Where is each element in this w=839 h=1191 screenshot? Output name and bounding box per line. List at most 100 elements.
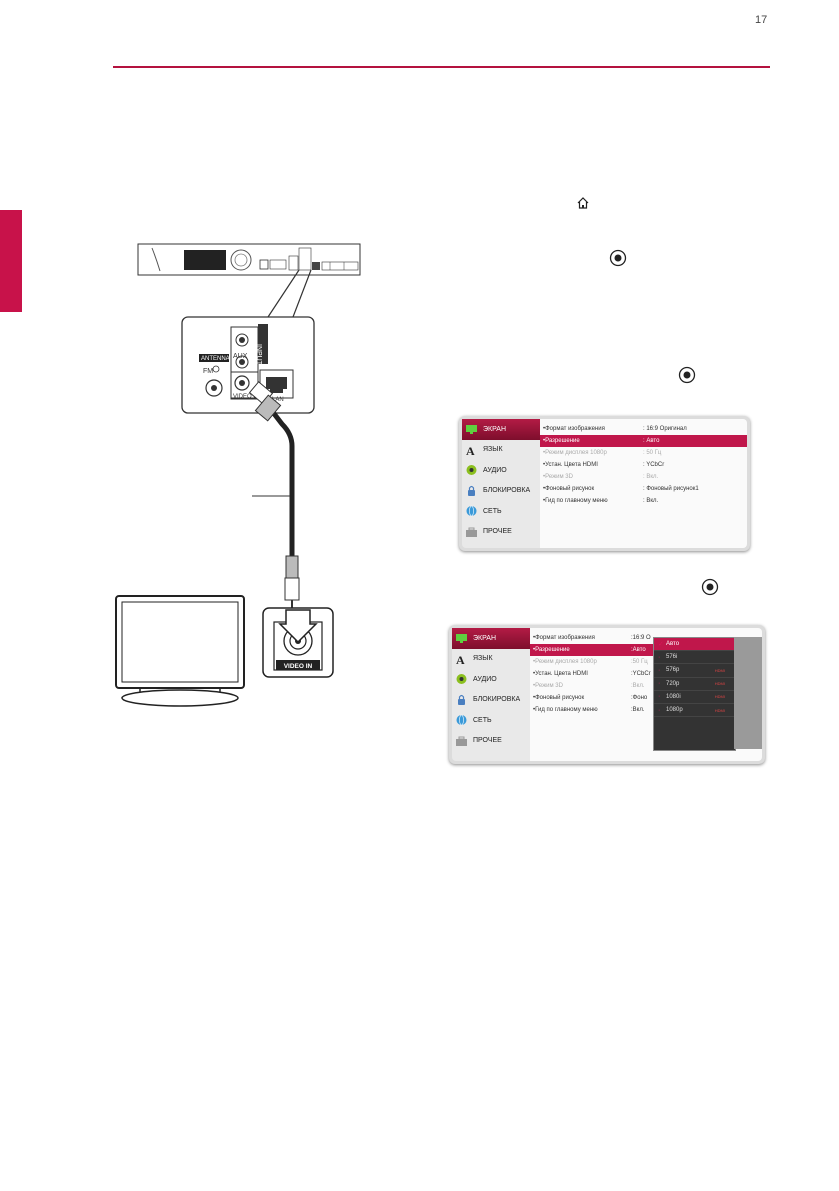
screen-icon (466, 425, 477, 435)
menu-sidebar-item[interactable]: A ЯЗЫК (452, 649, 530, 670)
menu-setting-row[interactable]: •Режим дисплея 1080p:50 Гц (530, 656, 762, 668)
setting-name: •Гид по главному меню (543, 498, 608, 504)
video-out-port-label: VIDEO OUT (233, 394, 266, 400)
setting-value: : Авто (643, 438, 660, 444)
svg-text:A: A (466, 444, 475, 456)
lock-icon (458, 694, 465, 705)
menu-setting-row[interactable]: •Устан. Цвета HDMI :YCbCr (530, 668, 762, 680)
setting-value: :50 Гц (631, 659, 648, 665)
svg-text:A: A (456, 653, 465, 665)
globe-icon (456, 714, 467, 726)
resolution-option-label: 576i (666, 654, 678, 661)
menu-setting-row[interactable]: •Фоновый рисунок :Фоно (530, 692, 762, 704)
audio-icon (466, 465, 477, 476)
player-rear-panel (137, 243, 361, 276)
menu-setting-row[interactable]: •Режим 3D : Вкл. (540, 471, 747, 483)
menu-sidebar-item[interactable]: АУДИО (462, 460, 540, 481)
resolution-option-label: 576p (666, 667, 680, 674)
menu-setting-row[interactable]: •Формат изображения: 16:9 Оригинал (540, 423, 747, 435)
menu-sidebar-label: АУДИО (483, 466, 507, 474)
setting-name: •Гид по главному меню (533, 707, 598, 713)
menu-sidebar-item[interactable]: ЭКРАН (452, 628, 533, 649)
lan-port-label: LAN (272, 397, 284, 403)
menu-sidebar-item[interactable]: A ЯЗЫК (462, 440, 540, 461)
menu-sidebar-item[interactable]: ПРОЧЕЕ (452, 731, 530, 752)
menu-setting-row[interactable]: •Устан. Цвета HDMI: YCbCr (540, 459, 747, 471)
resolution-option-label: 720p (666, 680, 680, 687)
menu-sidebar-label: БЛОКИРОВКА (473, 696, 521, 704)
menu-setting-row[interactable]: •Разрешение : Авто (540, 435, 747, 447)
menu-sidebar: ЭКРАН A ЯЗЫК АУДИО БЛОКИРОВКА СЕТЬ ПРОЧЕЕ (462, 419, 543, 548)
menu-sidebar-item[interactable]: ЭКРАН (462, 419, 543, 440)
setting-value: : 16:9 Оригинал (643, 426, 687, 432)
setting-name: •Разрешение (543, 438, 580, 444)
menu-sidebar-label: АУДИО (473, 675, 497, 683)
menu-setting-row[interactable]: •Формат изображения :16:9 О (530, 632, 762, 644)
resolution-option[interactable]: · 720p HDMI (654, 678, 735, 691)
setting-name: •Фоновый рисунок (543, 486, 595, 492)
menu-sidebar-label: ЭКРАН (473, 634, 497, 642)
setting-name: •Режим дисплея 1080p (543, 450, 607, 456)
checkmark-icon: ✓ (658, 641, 664, 649)
menu-sidebar-item[interactable]: СЕТЬ (462, 501, 540, 522)
resolution-option[interactable]: · 576i (654, 651, 735, 665)
menu-sidebar-label: ПРОЧЕЕ (483, 528, 512, 536)
menu-sidebar-item[interactable]: АУДИО (452, 669, 530, 690)
enter-button-icon (609, 249, 627, 267)
setting-value: : Вкл. (643, 474, 659, 480)
page-number: 17 (755, 14, 768, 26)
menu-setting-row[interactable]: •Режим 3D:Вкл. (530, 680, 762, 692)
radio-icon: · (658, 666, 661, 674)
menu-sidebar-item[interactable]: СЕТЬ (452, 710, 530, 731)
menu-sidebar-label: СЕТЬ (483, 507, 502, 515)
menu-sidebar-item[interactable]: БЛОКИРОВКА (452, 690, 530, 711)
resolution-option[interactable]: ✓Авто (654, 638, 735, 652)
resolution-option-label: Авто (666, 641, 680, 648)
setting-value: :YCbCr (631, 671, 651, 677)
setting-name: •Формат изображения (533, 635, 595, 641)
setting-value: : 50 Гц (643, 450, 662, 456)
menu-setting-row[interactable]: •Гид по главному меню :Вкл. (530, 704, 762, 716)
hdmi-badge: HDMI (714, 667, 725, 673)
menu-sidebar-item[interactable]: БЛОКИРОВКА (462, 481, 540, 502)
radio-icon: · (658, 653, 661, 661)
setting-value: :Фоно (631, 695, 648, 701)
menu-sidebar-label: БЛОКИРОВКА (483, 487, 531, 495)
setup-menu-screenshot: ЭКРАН A ЯЗЫК АУДИО БЛОКИРОВКА СЕТЬ ПРОЧЕЕ •Фор… (459, 416, 750, 551)
menu-sidebar-label: ЯЗЫК (483, 446, 503, 454)
setting-value: : Фоновый рисунок1 (643, 486, 699, 492)
video-in-port-label: VIDEO IN (284, 663, 313, 670)
letter-a-icon: A (456, 653, 465, 665)
home-icon (577, 197, 589, 209)
audio-icon (456, 674, 467, 685)
menu-setting-row[interactable]: •Фоновый рисунок : Фоновый рисунок1 (540, 483, 747, 495)
lock-icon (468, 485, 475, 496)
menu-setting-row[interactable]: •Гид по главному меню : Вкл. (540, 495, 747, 507)
setting-value: : Вкл. (643, 498, 659, 504)
resolution-option[interactable]: · 576p HDMI (654, 664, 735, 678)
antenna-port-label: ANTENNA (201, 356, 230, 362)
menu-sidebar-item[interactable]: ПРОЧЕЕ (462, 522, 540, 543)
setting-value: :16:9 О (631, 635, 651, 641)
setting-value: :Вкл. (631, 683, 645, 689)
resolution-option-label: 1080i (666, 693, 681, 700)
menu-setting-row[interactable]: •Режим дисплея 1080p : 50 Гц (540, 447, 747, 459)
hdmi-badge: HDMI (714, 681, 725, 687)
hdmi-badge: HDMI (714, 694, 725, 700)
setting-value: :Вкл. (631, 707, 645, 713)
enter-button-icon (678, 366, 696, 384)
popup-shadow-region (734, 637, 762, 749)
menu-sidebar-label: ЯЗЫК (473, 655, 493, 663)
setting-name: •Режим 3D (543, 474, 573, 480)
globe-icon (466, 505, 477, 517)
setting-name: •Устан. Цвета HDMI (543, 462, 598, 468)
menu-sidebar-label: ЭКРАН (483, 425, 507, 433)
setting-name: •Устан. Цвета HDMI (533, 671, 588, 677)
setting-name: •Фоновый рисунок (533, 695, 585, 701)
radio-icon: · (658, 680, 661, 688)
